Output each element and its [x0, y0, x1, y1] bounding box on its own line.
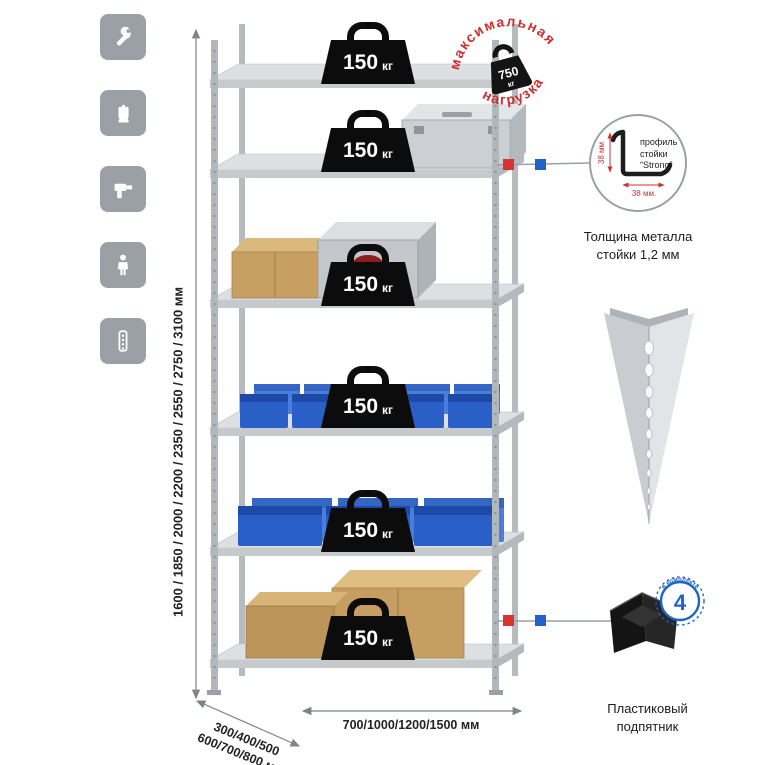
profile-dim-vertical: 38 мм — [597, 142, 606, 164]
rack-front-posts — [207, 40, 503, 695]
feature-tile-gloves — [100, 90, 146, 136]
shelf-load-unit: кг — [382, 280, 394, 295]
profile-label-line1: профиль — [640, 137, 678, 147]
weight-body: 150 кг — [320, 616, 416, 660]
weight-body: 150 кг — [320, 128, 416, 172]
drill-icon — [114, 183, 133, 199]
red-marker-square — [503, 615, 514, 626]
weight-body: 150 кг — [320, 508, 416, 552]
shelf-load-unit: кг — [382, 634, 394, 649]
profile-caption-line2: стойки 1,2 мм — [596, 246, 680, 262]
rack-rear-posts — [239, 24, 518, 676]
weight-handle-icon — [347, 244, 389, 265]
post-icon — [118, 330, 128, 352]
blue-marker-square — [535, 159, 546, 170]
profile-label: профиль стойки “Strong” — [640, 137, 677, 172]
weight-handle-icon — [347, 366, 389, 387]
shelf-load-badge: 150 кг — [312, 598, 424, 660]
wrench-icon — [116, 26, 131, 46]
shelf-load-unit: кг — [382, 58, 394, 73]
height-dimension-label: 1600 / 1850 / 2000 / 2200 / 2350 / 2550 … — [170, 286, 186, 618]
shelf-load-badge: 150 кг — [312, 22, 424, 84]
corner-post-image — [604, 308, 694, 524]
shelf-load-badge: 150 кг — [312, 110, 424, 172]
shelf-load-unit: кг — [382, 402, 394, 417]
profile-callout-connector — [496, 159, 590, 170]
red-marker-square — [503, 159, 514, 170]
feature-tile-drill — [100, 166, 146, 212]
shelf-load-badge: 150 кг — [312, 366, 424, 428]
profile-label-line2: стойки — [640, 148, 668, 159]
depth-dimension-arrow — [195, 700, 301, 747]
kit-count-badge: в комплекте 4 — [655, 576, 705, 626]
feature-tile-person — [100, 242, 146, 288]
feature-tile-post — [100, 318, 146, 364]
weight-body: 150 кг — [320, 40, 416, 84]
weight-body: 150 кг — [320, 262, 416, 306]
profile-callout-circle: 38 мм 38 мм. профиль стойки “Strong” — [589, 114, 687, 212]
shelf-load-value: 150 — [342, 50, 379, 74]
gloves-icon — [118, 104, 129, 123]
shelf-load-value: 150 — [342, 272, 379, 296]
profile-label-line3: “Strong” — [640, 160, 673, 171]
weight-handle-icon — [347, 22, 389, 43]
shelf-load-value: 150 — [342, 394, 379, 418]
foot-callout-connector — [497, 615, 612, 626]
shelf-load-badge: 150 кг — [312, 244, 424, 306]
post-profile-drawing: 38 мм 38 мм. — [597, 129, 673, 198]
max-load-unit: кг — [507, 79, 516, 89]
shelf-load-value: 150 — [342, 626, 379, 650]
profile-caption-line1: Толщина металла — [583, 229, 693, 244]
weight-body: 150 кг — [320, 384, 416, 428]
shelf-load-unit: кг — [382, 526, 394, 541]
weight-handle-icon — [347, 110, 389, 131]
kit-badge-number: 4 — [674, 590, 687, 615]
shelf-load-value: 150 — [342, 138, 379, 162]
shelf-load-badge: 150 кг — [312, 490, 424, 552]
person-icon — [117, 254, 129, 276]
width-dimension-label: 700/1000/1200/1500 мм — [342, 718, 480, 732]
max-load-stamp-graphic: максимальная нагрузка 750 кг — [436, 0, 562, 115]
shelf-load-unit: кг — [382, 146, 394, 161]
weight-handle-icon — [347, 490, 389, 511]
profile-caption: Толщина металла стойки 1,2 мм — [558, 228, 718, 263]
foot-caption-line1: Пластиковый — [607, 701, 688, 716]
feature-tile-tools — [100, 14, 146, 60]
foot-caption: Пластиковый подпятник — [570, 700, 725, 735]
profile-dim-horizontal: 38 мм. — [632, 189, 656, 198]
max-load-weight-icon: 750 кг — [490, 44, 533, 95]
cardboard-box-small — [231, 238, 332, 299]
max-load-stamp: максимальная нагрузка 750 кг — [426, 0, 588, 149]
max-load-value: 750 — [497, 64, 521, 83]
blue-marker-square — [535, 615, 546, 626]
weight-handle-icon — [347, 598, 389, 619]
shelf-load-value: 150 — [342, 518, 379, 542]
foot-caption-line2: подпятник — [616, 718, 679, 734]
